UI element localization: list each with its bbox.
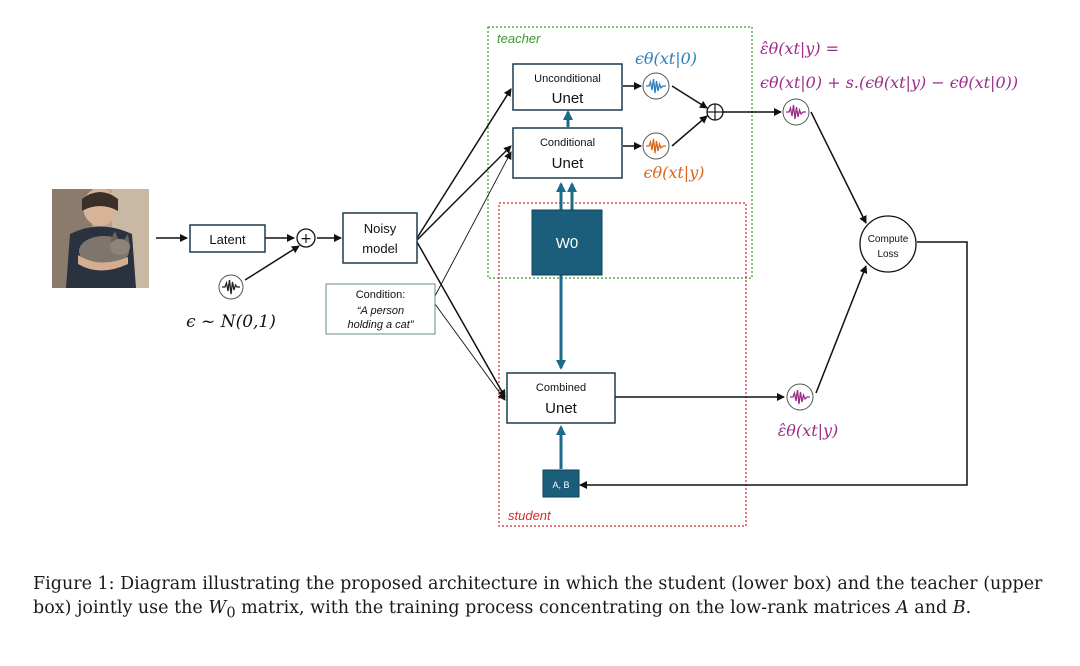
architecture-diagram: teacher student Latent + ϵ ~ N(0,1) Nois… bbox=[156, 26, 1018, 527]
conditional-unet-box bbox=[512, 127, 623, 179]
condition-line2: holding a cat” bbox=[347, 319, 414, 331]
arrow-loss-feedback bbox=[579, 241, 968, 489]
caption-end: . bbox=[965, 598, 972, 618]
latent-box bbox=[189, 224, 266, 253]
caption-and: and bbox=[908, 598, 953, 618]
arrow-cond-oplus bbox=[671, 115, 708, 147]
w0-block bbox=[531, 209, 603, 276]
arrow-noisy-uncond bbox=[416, 88, 512, 239]
input-photo bbox=[52, 189, 149, 288]
eps-uncond-label: ϵθ(xt|0) bbox=[635, 49, 697, 68]
noise-signal-node bbox=[218, 274, 244, 300]
eps-hat-student-label: ε̂θ(xt|y) bbox=[778, 421, 839, 440]
ab-label: A, B bbox=[552, 480, 569, 490]
caption-middle: matrix, with the training process concen… bbox=[235, 598, 897, 618]
noisy-model-line1: Noisy bbox=[364, 221, 397, 236]
combined-unet-small: Combined bbox=[536, 382, 586, 394]
student-label: student bbox=[508, 508, 552, 523]
compute-loss-node bbox=[859, 215, 917, 273]
combined-unet-box bbox=[506, 372, 616, 424]
sum-symbol: + bbox=[300, 231, 312, 247]
sum-node bbox=[296, 228, 316, 248]
conditional-unet-small: Conditional bbox=[540, 137, 595, 149]
cond-waveform-icon bbox=[646, 138, 666, 154]
condition-box bbox=[325, 283, 436, 335]
student-waveform-icon bbox=[790, 389, 810, 405]
arrow-noisy-cond bbox=[416, 145, 512, 241]
noisy-model-line2: model bbox=[362, 241, 398, 256]
compute-loss-line2: Loss bbox=[877, 249, 898, 260]
uncond-waveform-icon bbox=[646, 78, 666, 94]
teacher-guided-waveform-icon bbox=[786, 104, 806, 120]
caption-matrix-sub: 0 bbox=[226, 604, 236, 622]
condition-title: Condition: bbox=[356, 289, 406, 301]
arrow-signal-compute bbox=[810, 111, 867, 224]
teacher-label: teacher bbox=[497, 31, 541, 46]
eps-cond-label: ϵθ(xt|y) bbox=[644, 163, 705, 182]
caption-A: A bbox=[896, 598, 909, 618]
arrow-noisy-combined bbox=[416, 241, 506, 398]
conditional-unet-big: Unet bbox=[552, 155, 585, 172]
unconditional-unet-big: Unet bbox=[552, 90, 585, 107]
teacher-region bbox=[487, 26, 753, 279]
arrow-condition-combined bbox=[434, 303, 506, 401]
formula-line1: ε̂θ(xt|y) = bbox=[760, 39, 839, 58]
caption-matrix-symbol: W bbox=[208, 598, 227, 618]
unconditional-unet-small: Unconditional bbox=[534, 73, 601, 85]
noise-label: ϵ ~ N(0,1) bbox=[186, 312, 276, 332]
arrow-condition-cond bbox=[434, 151, 512, 297]
noise-waveform-icon bbox=[222, 279, 240, 295]
figure-caption: Figure 1: Diagram illustrating the propo… bbox=[33, 572, 1058, 626]
combined-unet-big: Unet bbox=[545, 400, 578, 417]
arrow-uncond-oplus bbox=[671, 85, 708, 109]
formula-line2: ϵθ(xt|0) + s.(ϵθ(xt|y) − ϵθ(xt|0)) bbox=[760, 73, 1018, 92]
arrow-student-signal-compute bbox=[815, 265, 868, 394]
caption-B: B bbox=[952, 598, 966, 618]
w0-label: W0 bbox=[556, 235, 579, 252]
unconditional-unet-box bbox=[512, 63, 623, 111]
caption-prefix: Figure 1: Diagram illustrating the propo… bbox=[33, 574, 1043, 618]
compute-loss-line1: Compute bbox=[868, 234, 909, 245]
ab-block bbox=[542, 469, 580, 498]
student-region bbox=[498, 202, 747, 527]
noisy-model-box bbox=[342, 212, 418, 264]
latent-label: Latent bbox=[209, 232, 246, 247]
condition-line1: “A person bbox=[357, 305, 404, 317]
arrow-noise-plus bbox=[244, 245, 300, 281]
